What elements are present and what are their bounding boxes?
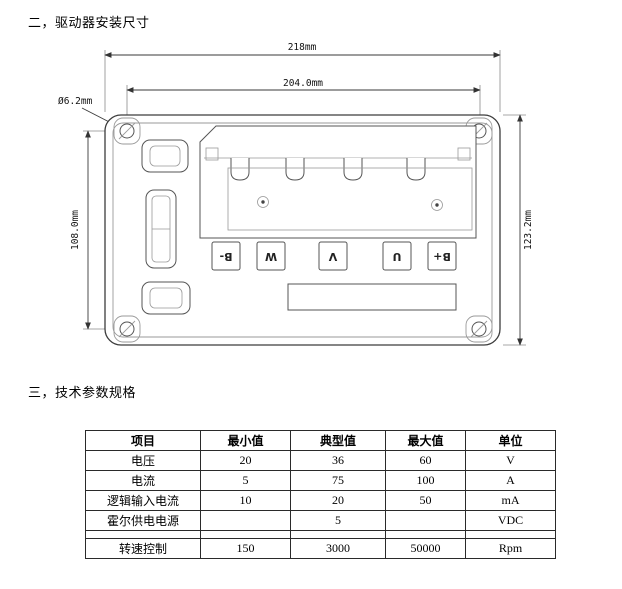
table-cell: 10 xyxy=(200,490,291,511)
table-cell xyxy=(385,510,466,531)
dim-label-width-holes: 204.0mm xyxy=(283,78,323,89)
col-header-typical: 典型值 xyxy=(290,430,386,451)
section-heading-spec: 三，技术参数规格 xyxy=(28,385,137,400)
table-cell: 霍尔供电电源 xyxy=(85,510,201,531)
table-cell: 5 xyxy=(290,510,386,531)
col-header-max: 最大值 xyxy=(385,430,466,451)
table-cell: 3000 xyxy=(290,538,386,559)
clip-tab xyxy=(343,158,363,181)
clip-tab xyxy=(230,158,250,181)
nameplate-rect xyxy=(287,283,457,311)
table-cell: A xyxy=(465,470,556,491)
table-cell: 75 xyxy=(290,470,386,491)
table-cell: 20 xyxy=(290,490,386,511)
installation-drawing: 218mm 204.0mm Ø6.2mm 108.0mm 123.2mm xyxy=(58,42,534,346)
connector-bottom-left xyxy=(141,281,191,315)
table-cell xyxy=(200,510,291,531)
table-cell: 60 xyxy=(385,450,466,471)
terminal-label-b-plus: B+ xyxy=(433,250,451,263)
table-cell xyxy=(85,530,201,539)
terminal-label-w: W xyxy=(265,250,277,263)
power-terminals: B- W V U B+ xyxy=(211,241,457,271)
table-cell: 20 xyxy=(200,450,291,471)
clip-tab xyxy=(285,158,305,181)
table-cell: 5 xyxy=(200,470,291,491)
dim-label-width-outer: 218mm xyxy=(288,42,317,53)
spec-table-container: 项目 最小值 典型值 最大值 单位 电压 20 36 60 V 电流 5 xyxy=(85,430,556,559)
connector-left-middle xyxy=(145,189,177,269)
screw-right xyxy=(431,199,443,211)
table-cell: VDC xyxy=(465,510,556,531)
table-cell xyxy=(290,530,386,539)
terminal-label-b-minus: B- xyxy=(220,250,233,263)
dim-label-hole-diameter: Ø6.2mm xyxy=(58,96,93,107)
table-row-spacer xyxy=(85,530,556,539)
table-row-speed-control: 转速控制 150 3000 50000 Rpm xyxy=(85,538,556,559)
terminal-label-v: V xyxy=(328,250,337,263)
central-panel xyxy=(199,125,477,239)
table-cell xyxy=(200,530,291,539)
device-inner-outline xyxy=(112,122,493,338)
table-cell: Rpm xyxy=(465,538,556,559)
dim-label-height-holes: 108.0mm xyxy=(70,210,81,250)
terminal-label-u: U xyxy=(393,250,402,263)
table-cell: mA xyxy=(465,490,556,511)
table-cell: 电压 xyxy=(85,450,201,471)
table-cell: 100 xyxy=(385,470,466,491)
table-row-current: 电流 5 75 100 A xyxy=(85,470,556,491)
clip-tab xyxy=(406,158,426,181)
table-cell: 电流 xyxy=(85,470,201,491)
col-header-min: 最小值 xyxy=(200,430,291,451)
section-heading-install: 二，驱动器安装尺寸 xyxy=(28,15,150,30)
table-header-row: 项目 最小值 典型值 最大值 单位 xyxy=(85,430,556,451)
table-cell xyxy=(385,530,466,539)
table-cell: 50 xyxy=(385,490,466,511)
col-header-item: 项目 xyxy=(85,430,201,451)
table-cell xyxy=(465,530,556,539)
table-cell: 逻辑输入电流 xyxy=(85,490,201,511)
dim-label-height-outer: 123.2mm xyxy=(523,210,534,250)
table-cell: 50000 xyxy=(385,538,466,559)
table-row-hall-supply: 霍尔供电电源 5 VDC xyxy=(85,510,556,531)
screw-left xyxy=(257,196,269,208)
col-header-unit: 单位 xyxy=(465,430,556,451)
table-row-voltage: 电压 20 36 60 V xyxy=(85,450,556,471)
table-row-logic-input-current: 逻辑输入电流 10 20 50 mA xyxy=(85,490,556,511)
spec-table: 项目 最小值 典型值 最大值 单位 电压 20 36 60 V 电流 5 xyxy=(85,430,556,559)
table-cell: 转速控制 xyxy=(85,538,201,559)
connector-top-left xyxy=(141,139,189,173)
table-cell: V xyxy=(465,450,556,471)
table-cell: 150 xyxy=(200,538,291,559)
table-cell: 36 xyxy=(290,450,386,471)
